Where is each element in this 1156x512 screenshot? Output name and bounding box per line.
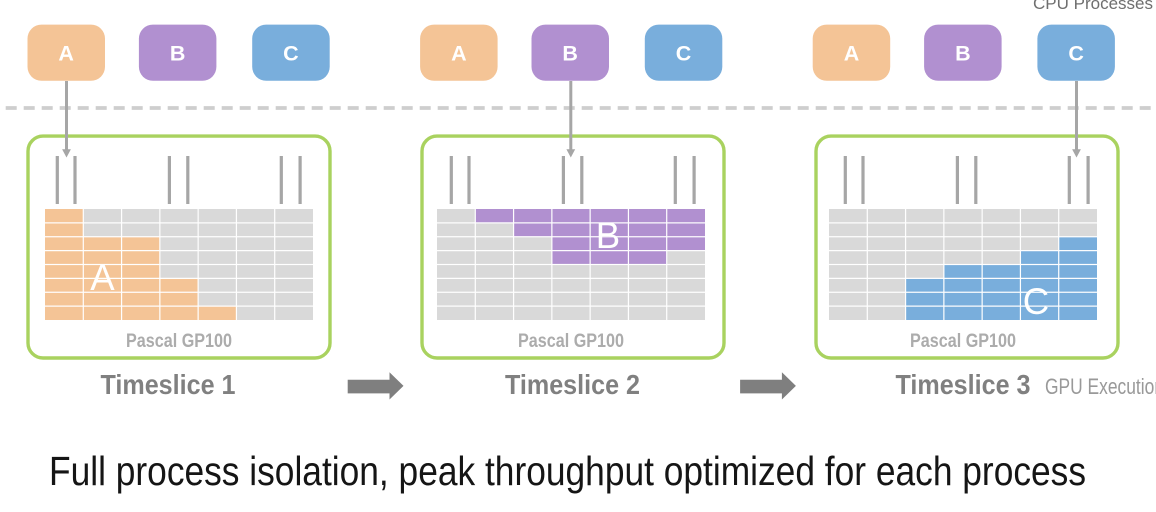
- svg-text:A: A: [90, 257, 115, 298]
- svg-text:Pascal GP100: Pascal GP100: [518, 330, 624, 352]
- svg-text:Pascal GP100: Pascal GP100: [910, 330, 1016, 352]
- svg-text:Timeslice 1: Timeslice 1: [101, 369, 236, 400]
- svg-text:A: A: [844, 42, 860, 66]
- svg-text:CPU Processes: CPU Processes: [1033, 0, 1153, 13]
- svg-text:B: B: [562, 42, 578, 66]
- svg-text:Full process isolation, peak t: Full process isolation, peak throughput …: [49, 448, 1086, 494]
- svg-text:C: C: [283, 42, 299, 66]
- svg-text:Pascal GP100: Pascal GP100: [126, 330, 232, 352]
- svg-text:Timeslice 3: Timeslice 3: [896, 369, 1031, 400]
- svg-text:C: C: [1068, 42, 1084, 66]
- svg-text:C: C: [676, 42, 692, 66]
- svg-text:GPU Execution: GPU Execution: [1045, 374, 1156, 399]
- svg-text:C: C: [1023, 281, 1049, 322]
- svg-text:B: B: [955, 42, 971, 66]
- svg-text:A: A: [58, 42, 74, 66]
- svg-text:A: A: [451, 42, 467, 66]
- svg-text:Timeslice 2: Timeslice 2: [505, 369, 640, 400]
- svg-text:B: B: [170, 42, 186, 66]
- svg-text:B: B: [596, 215, 620, 256]
